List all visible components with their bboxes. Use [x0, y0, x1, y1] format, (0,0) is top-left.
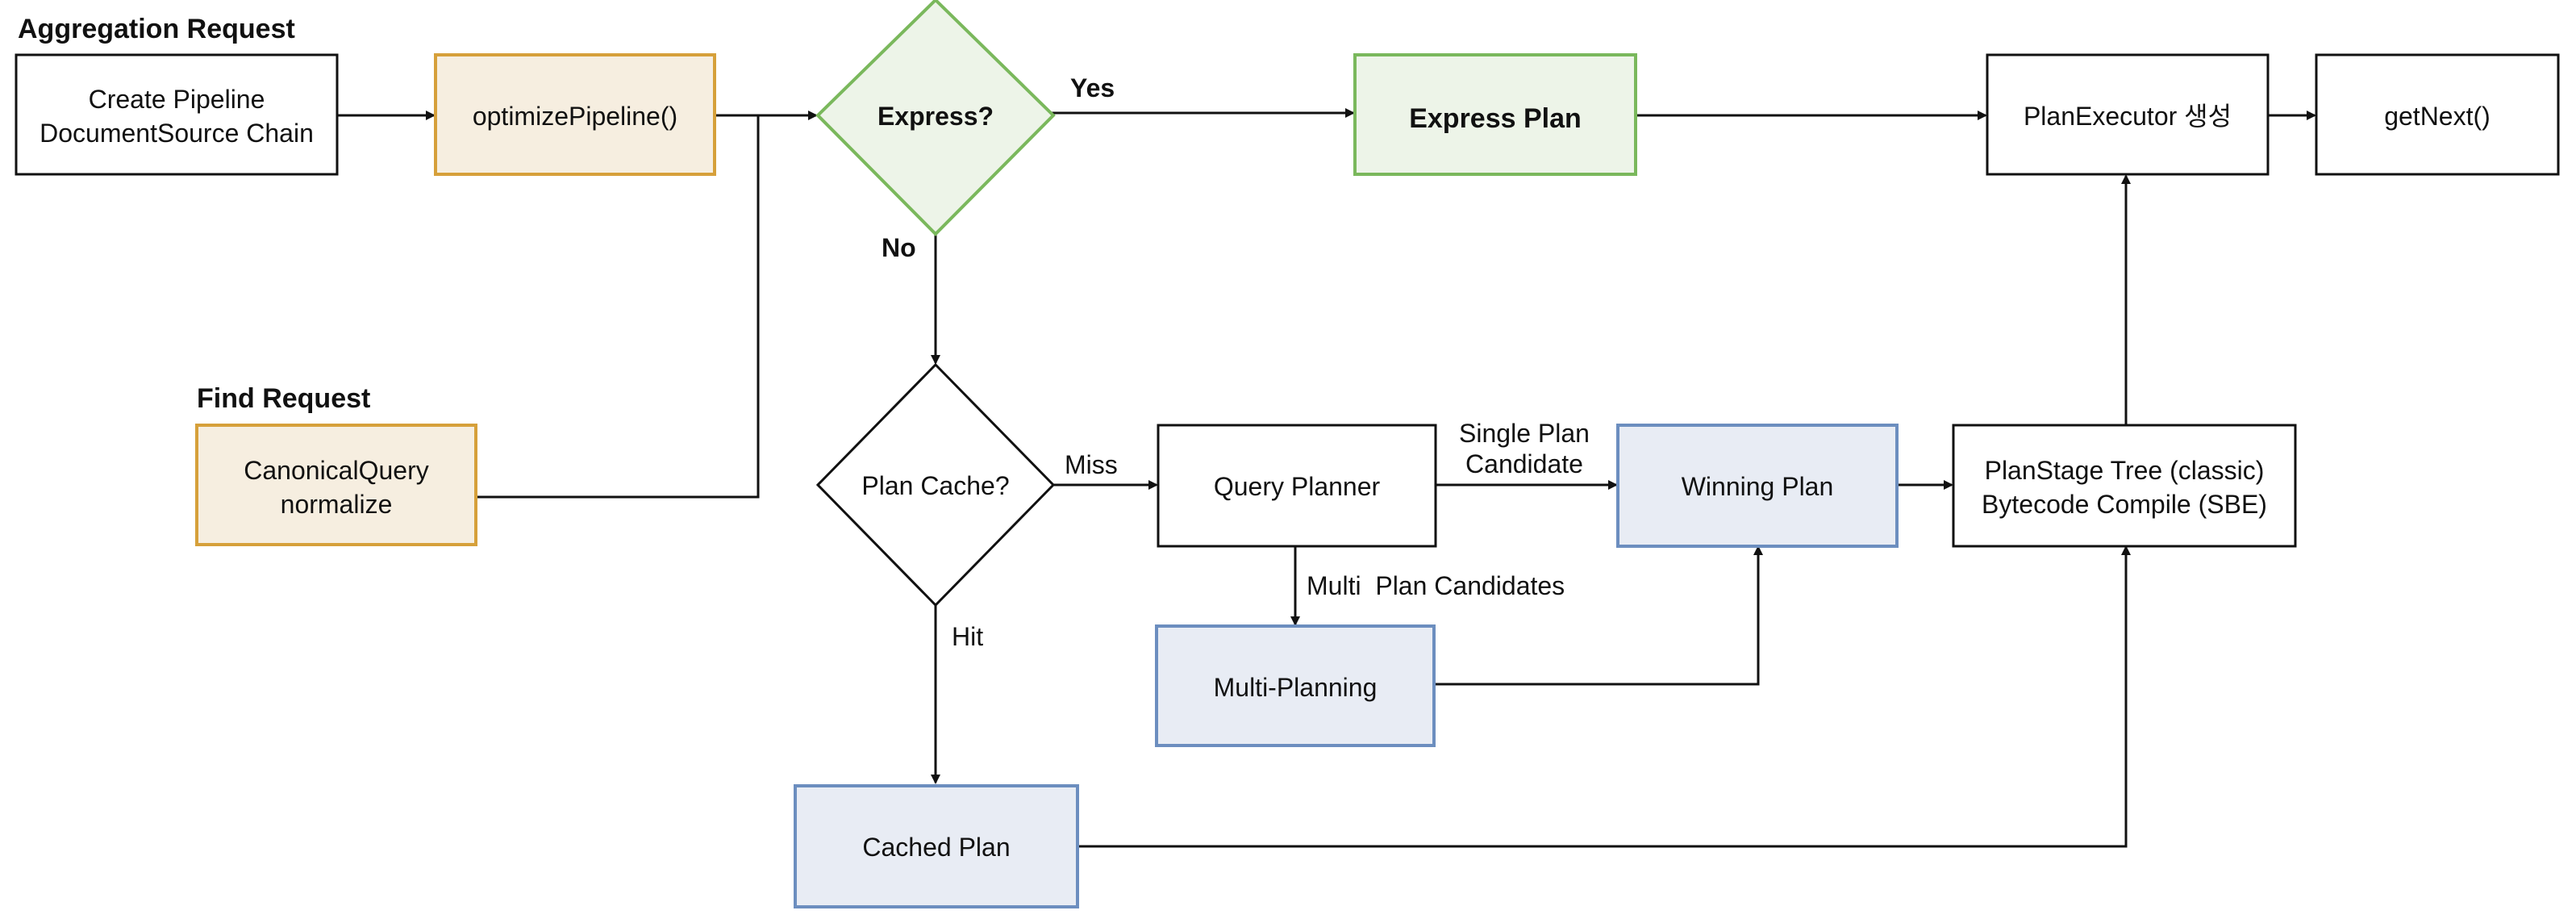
get-next-label: getNext()	[2384, 102, 2491, 131]
node-create-pipeline: Create Pipeline DocumentSource Chain	[15, 53, 339, 176]
winning-plan-box	[1616, 424, 1899, 548]
express-plan-box	[1353, 53, 1637, 176]
optimize-pipeline-label: optimizePipeline()	[473, 102, 677, 131]
edge-canonical-to-express	[476, 115, 760, 499]
aggregation-request-title: Aggregation Request	[18, 14, 295, 44]
edges	[337, 108, 2316, 848]
node-get-next: getNext()	[2315, 53, 2560, 176]
create-pipeline-box	[15, 53, 339, 176]
node-cached-plan: Cached Plan	[794, 784, 1079, 908]
express-plan-label: Express Plan	[1409, 103, 1582, 134]
plan-stage-tree-line2: Bytecode Compile (SBE)	[1982, 490, 2267, 519]
node-plan-executor: PlanExecutor 생성	[1986, 53, 2270, 176]
edge-label-single-candidate: Candidate	[1465, 449, 1583, 478]
edge-label-yes: Yes	[1070, 73, 1115, 102]
plan-cache-label: Plan Cache?	[861, 471, 1009, 500]
canonical-query-line2: normalize	[281, 490, 393, 519]
express-decision-label: Express?	[877, 102, 994, 131]
cached-plan-label: Cached Plan	[862, 833, 1010, 862]
edge-cachedplan-to-planstage	[1078, 545, 2131, 848]
cached-plan-box	[794, 784, 1079, 908]
edge-multiplanning-to-winning	[1434, 545, 1763, 686]
optimize-pipeline-box	[434, 53, 716, 176]
create-pipeline-line2: DocumentSource Chain	[40, 119, 314, 148]
node-express-decision: Express?	[815, 0, 1056, 236]
edge-label-hit: Hit	[952, 622, 983, 651]
get-next-box	[2315, 53, 2560, 176]
express-decision-diamond	[815, 0, 1056, 236]
edge-label-single-plan: Single Plan	[1459, 419, 1590, 448]
multi-planning-box	[1155, 624, 1436, 747]
edge-label-no: No	[882, 233, 916, 262]
node-plan-stage-tree: PlanStage Tree (classic) Bytecode Compil…	[1952, 424, 2297, 548]
node-canonical-query: CanonicalQuery normalize	[195, 424, 477, 546]
canonical-query-line1: CanonicalQuery	[244, 456, 428, 485]
node-winning-plan: Winning Plan	[1616, 424, 1899, 548]
plan-executor-label: PlanExecutor 생성	[2024, 102, 2232, 131]
query-planner-box	[1157, 424, 1437, 548]
plan-stage-tree-line1: PlanStage Tree (classic)	[1985, 456, 2265, 485]
plan-stage-tree-box	[1952, 424, 2297, 548]
node-query-planner: Query Planner	[1157, 424, 1437, 548]
query-planner-label: Query Planner	[1214, 472, 1381, 501]
edge-label-multi-plan: Multi Plan Candidates	[1307, 571, 1565, 600]
multi-planning-label: Multi-Planning	[1214, 673, 1378, 702]
node-optimize-pipeline: optimizePipeline()	[434, 53, 716, 176]
winning-plan-label: Winning Plan	[1682, 472, 1834, 501]
edge-label-miss: Miss	[1065, 450, 1118, 479]
node-plan-cache: Plan Cache?	[815, 362, 1056, 608]
create-pipeline-line1: Create Pipeline	[89, 85, 265, 114]
node-multi-planning: Multi-Planning	[1155, 624, 1436, 747]
canonical-query-box	[195, 424, 477, 546]
plan-executor-box	[1986, 53, 2270, 176]
plan-cache-diamond	[815, 362, 1056, 608]
find-request-title: Find Request	[197, 383, 370, 414]
node-express-plan: Express Plan	[1353, 53, 1637, 176]
